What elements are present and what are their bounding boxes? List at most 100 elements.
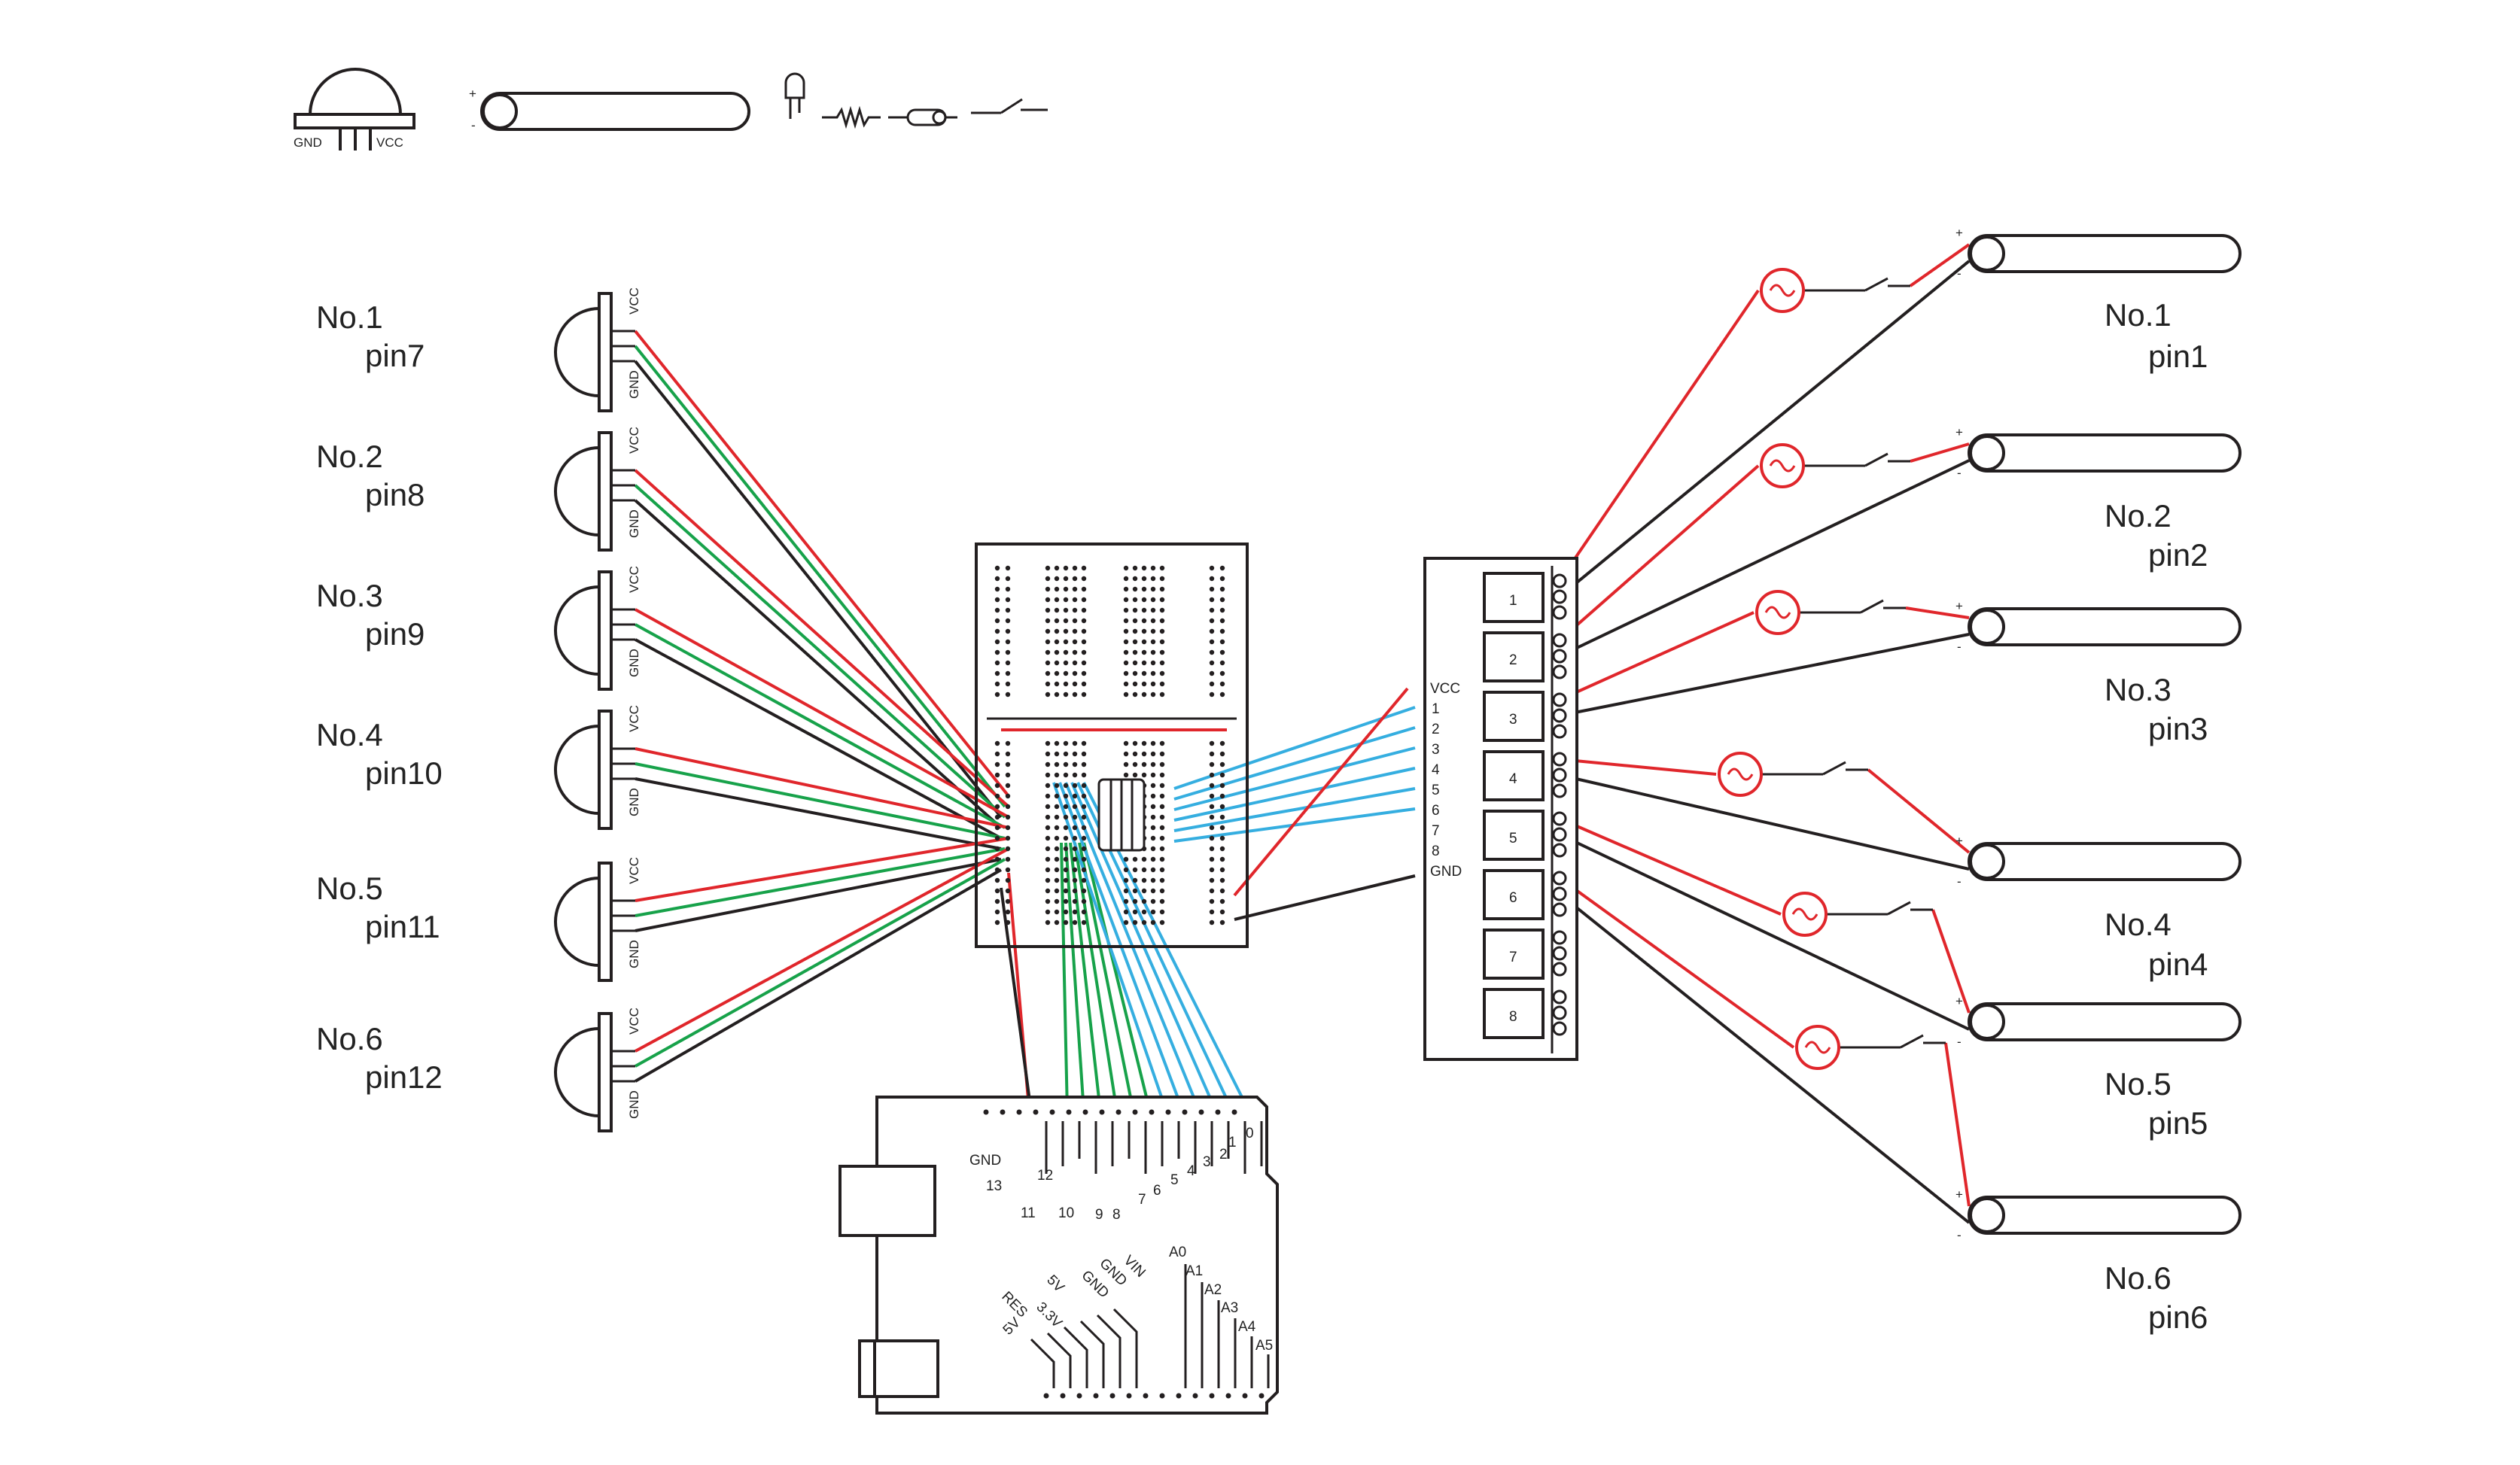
breadboard-hole — [1150, 639, 1156, 645]
breadboard-hole — [1045, 761, 1051, 767]
breadboard-hole — [1072, 761, 1078, 767]
breadboard-hole — [1045, 670, 1051, 676]
breadboard-hole — [1063, 909, 1069, 915]
breadboard-hole — [1159, 804, 1165, 810]
breadboard-hole — [994, 565, 1000, 571]
breadboard-hole — [1054, 761, 1060, 767]
breadboard-hole — [1209, 898, 1215, 904]
breadboard-hole — [1081, 846, 1087, 852]
relay-channel-8: 8 — [1509, 1009, 1517, 1025]
breadboard-hole — [1045, 691, 1051, 698]
arduino-pin-7: 7 — [1138, 1192, 1146, 1208]
sensor-2-no: No.2 — [316, 439, 383, 474]
breadboard-hole — [1141, 909, 1147, 915]
relay-input-7: 7 — [1432, 823, 1440, 839]
tube-cap — [1969, 609, 2005, 645]
breadboard-hole — [1159, 607, 1165, 613]
breadboard-hole — [1045, 888, 1051, 894]
breadboard-hole — [1072, 825, 1078, 831]
wire-lamp-2-live — [1558, 464, 1760, 642]
arduino-pin-2: 2 — [1219, 1147, 1228, 1163]
arduino-power-lead — [1030, 1338, 1055, 1388]
light-tube-5: +- — [1955, 994, 2242, 1049]
breadboard-hole — [1072, 909, 1078, 915]
breadboard-hole — [1132, 691, 1138, 698]
lamp-4-no: No.4 — [2105, 907, 2172, 942]
relay-terminal — [1552, 989, 1567, 1005]
sensor-6-no: No.6 — [316, 1021, 383, 1056]
breadboard-hole — [1054, 681, 1060, 687]
arduino-pin-8: 8 — [1112, 1207, 1121, 1223]
arduino-digital-header-pin — [1082, 1109, 1088, 1115]
breadboard-hole — [1209, 761, 1215, 767]
wire-lamp-3-live — [1559, 611, 1755, 701]
breadboard-hole — [1132, 607, 1138, 613]
breadboard-hole — [1045, 649, 1051, 655]
tube-minus: - — [1957, 1035, 1962, 1049]
relay-channel-4-block — [1483, 750, 1567, 801]
relay-input-3: 3 — [1432, 742, 1440, 758]
breadboard-hole — [1081, 681, 1087, 687]
light-tube-4: +- — [1955, 834, 2242, 889]
ac-wave — [1791, 907, 1818, 921]
relay-switch — [1483, 869, 1545, 920]
breadboard-hole — [994, 856, 1000, 862]
breadboard-hole — [1081, 751, 1087, 757]
wire-lamp-5-plus — [1931, 909, 1971, 1014]
tube-body — [1968, 607, 2242, 646]
breadboard-hole — [1072, 618, 1078, 624]
breadboard-hole — [1219, 825, 1225, 831]
breadboard-hole — [1123, 618, 1129, 624]
resistor-icon — [822, 105, 881, 129]
pir-vcc-label: VCC — [627, 1008, 641, 1035]
breadboard-hole — [1005, 670, 1011, 676]
wire-lamp-6-live — [1558, 877, 1795, 1049]
breadboard-hole — [1072, 751, 1078, 757]
breadboard-hole — [1219, 618, 1225, 624]
breadboard-hole — [1141, 576, 1147, 582]
breadboard-hole — [1141, 888, 1147, 894]
relay-terminal — [1552, 811, 1567, 826]
breadboard-hole — [1141, 660, 1147, 666]
wire-sensor-1-signal — [634, 345, 1006, 808]
pir-vcc-label: VCC — [627, 287, 641, 315]
relay-input-6: 6 — [1432, 803, 1440, 819]
breadboard-hole — [1005, 877, 1011, 883]
wire-sensor-1-vcc — [634, 330, 1010, 798]
breadboard-hole — [1209, 586, 1215, 592]
wire-relay-vcc — [1233, 687, 1409, 897]
legend: GND VCC + - — [294, 68, 1048, 150]
breadboard-hole — [1159, 898, 1165, 904]
breadboard-hole — [1063, 649, 1069, 655]
wire-sensor-2-gnd — [634, 499, 1003, 829]
breadboard-hole — [1150, 681, 1156, 687]
breadboard-hole — [1081, 793, 1087, 799]
breadboard-hole — [1159, 846, 1165, 852]
arduino-power-header-pin — [1076, 1393, 1082, 1399]
breadboard-hole — [1141, 628, 1147, 634]
breadboard-hole — [1150, 877, 1156, 883]
tube-minus: - — [1957, 874, 1962, 889]
pir-vcc-label: VCC — [627, 705, 641, 732]
wire-bb-to-pin-4 — [1073, 842, 1118, 1113]
arduino-board — [838, 1096, 1279, 1415]
breadboard-hole — [1005, 628, 1011, 634]
legend-vcc-label: VCC — [376, 135, 403, 150]
breadboard-hole — [1219, 751, 1225, 757]
breadboard-hole — [1081, 586, 1087, 592]
pir-dome — [554, 1026, 601, 1118]
wire-bb-to-relay-in-3 — [1173, 746, 1416, 811]
light-tube-icon — [480, 92, 750, 131]
breadboard-hole — [1045, 856, 1051, 862]
breadboard-hole — [1132, 867, 1138, 873]
breadboard-hole — [1209, 814, 1215, 820]
relay-switch — [1483, 691, 1545, 742]
arduino-analog-a1: A1 — [1185, 1263, 1203, 1279]
wire-lamp-3-plus — [1905, 606, 1970, 619]
wire-bb-to-pin-3 — [1069, 842, 1102, 1113]
breadboard-hole — [1219, 856, 1225, 862]
breadboard-hole — [1209, 681, 1215, 687]
breadboard-hole — [1209, 825, 1215, 831]
breadboard-hole — [1141, 586, 1147, 592]
breadboard-hole — [1132, 628, 1138, 634]
